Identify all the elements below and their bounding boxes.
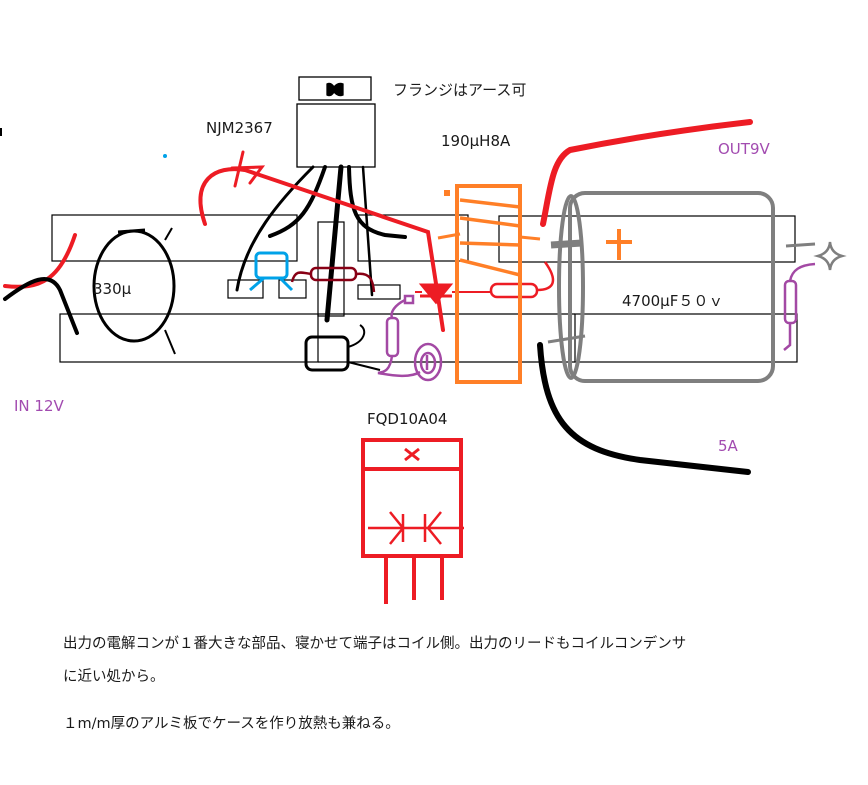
ic-flange bbox=[298, 76, 372, 101]
regulator-ic bbox=[296, 76, 376, 168]
input-capacitor bbox=[92, 227, 176, 355]
board-upper-right bbox=[498, 215, 796, 263]
output-cap-right-lead bbox=[785, 242, 816, 248]
black-part-lead-2 bbox=[347, 361, 381, 371]
mosfet-cross-icon bbox=[404, 447, 420, 462]
inductor-leads bbox=[437, 232, 541, 241]
black-part-body bbox=[304, 335, 350, 372]
flange-screw-icon bbox=[326, 82, 344, 97]
diode-symbol-1-icon bbox=[389, 511, 405, 545]
diode bbox=[415, 283, 490, 305]
regulator-ic-label: NJM2367 bbox=[206, 119, 273, 137]
output-wire-black bbox=[537, 342, 751, 475]
output-voltage-label: OUT9V bbox=[718, 140, 770, 158]
resistor-purple-right-body bbox=[783, 279, 798, 325]
inductor-label: 190μH8A bbox=[441, 132, 511, 150]
resistor-darkred bbox=[290, 266, 376, 293]
lead-5 bbox=[361, 165, 374, 297]
blue-part-leads bbox=[249, 276, 294, 292]
purple-parts bbox=[377, 294, 443, 382]
arrow-head-icon bbox=[230, 150, 266, 188]
note-line-2: に近い処から。 bbox=[63, 669, 165, 685]
input-voltage-label: IN 12V bbox=[14, 397, 64, 415]
mosfet-package bbox=[304, 324, 381, 372]
note-line-1: 出力の電解コンが１番大きな部品、寝かせて端子はコイル側。出力のリードもコイルコン… bbox=[63, 636, 687, 652]
board-upper-mid bbox=[357, 214, 469, 262]
resistor-red bbox=[489, 261, 555, 299]
resistor-red-body bbox=[489, 282, 539, 299]
led-outer bbox=[413, 342, 443, 382]
output-cap-end bbox=[557, 194, 585, 380]
blue-part-body bbox=[254, 251, 289, 280]
mosfet-pins bbox=[384, 556, 444, 604]
blue-component bbox=[249, 251, 294, 292]
inductor-windings bbox=[459, 198, 521, 277]
plus-sign-icon bbox=[606, 229, 632, 260]
resistor-red-lead bbox=[536, 261, 555, 292]
output-wire-red bbox=[540, 119, 753, 227]
output-current-label: 5A bbox=[718, 437, 738, 455]
ic-body bbox=[296, 103, 376, 168]
pad-3 bbox=[357, 284, 401, 300]
diode-symbol-2-icon bbox=[423, 511, 442, 545]
output-cap-lead-minus bbox=[547, 334, 586, 344]
board-lower-right bbox=[574, 313, 798, 363]
note-line-3: １m/m厚のアルミ板でケースを作り放熱も兼ねる。 bbox=[63, 716, 400, 732]
purple-resistor-leads bbox=[377, 298, 421, 378]
input-cap-label: 330μ bbox=[93, 280, 132, 298]
black-part-lead bbox=[347, 324, 366, 348]
inductor bbox=[437, 184, 541, 384]
input-wire-black bbox=[3, 277, 79, 335]
resistor-purple-right-leads bbox=[783, 262, 816, 351]
led-inner bbox=[419, 351, 437, 375]
resistor-darkred-leads bbox=[290, 271, 376, 293]
mosfet-outline bbox=[361, 438, 463, 558]
mosfet-label: FQD10A04 bbox=[367, 410, 448, 428]
board-upper-left bbox=[51, 214, 298, 262]
diode-triangle bbox=[418, 283, 454, 305]
mosfet-symbol bbox=[361, 438, 464, 604]
inductor-dot bbox=[444, 190, 450, 196]
stray-dot bbox=[163, 154, 167, 158]
purple-pad bbox=[403, 294, 415, 305]
inductor-body bbox=[455, 184, 522, 384]
flange-note-label: フランジはアース可 bbox=[393, 81, 527, 99]
pad-1 bbox=[227, 279, 264, 299]
feedback-line bbox=[243, 168, 445, 332]
output-cap-body bbox=[568, 191, 775, 383]
board-lower-left bbox=[59, 313, 319, 363]
output-cap-label: 4700μF５０ｖ bbox=[622, 292, 724, 310]
lead-1 bbox=[235, 165, 315, 292]
resistor-purple-right bbox=[783, 262, 816, 351]
input-wires bbox=[3, 233, 79, 335]
lead-4 bbox=[347, 165, 407, 239]
sparkle-icon bbox=[813, 241, 847, 271]
output-capacitor bbox=[547, 191, 816, 383]
board-outline bbox=[51, 214, 798, 363]
stray-mark bbox=[0, 128, 2, 136]
purple-resistor-body bbox=[385, 316, 400, 358]
output-cap-lead-plus bbox=[550, 239, 583, 249]
input-cap-top bbox=[117, 228, 146, 234]
lead-2 bbox=[268, 165, 327, 238]
lead-3 bbox=[324, 164, 344, 323]
feedback-wire bbox=[198, 150, 445, 332]
input-cap-leads bbox=[164, 227, 176, 355]
ic-leads bbox=[235, 164, 407, 323]
